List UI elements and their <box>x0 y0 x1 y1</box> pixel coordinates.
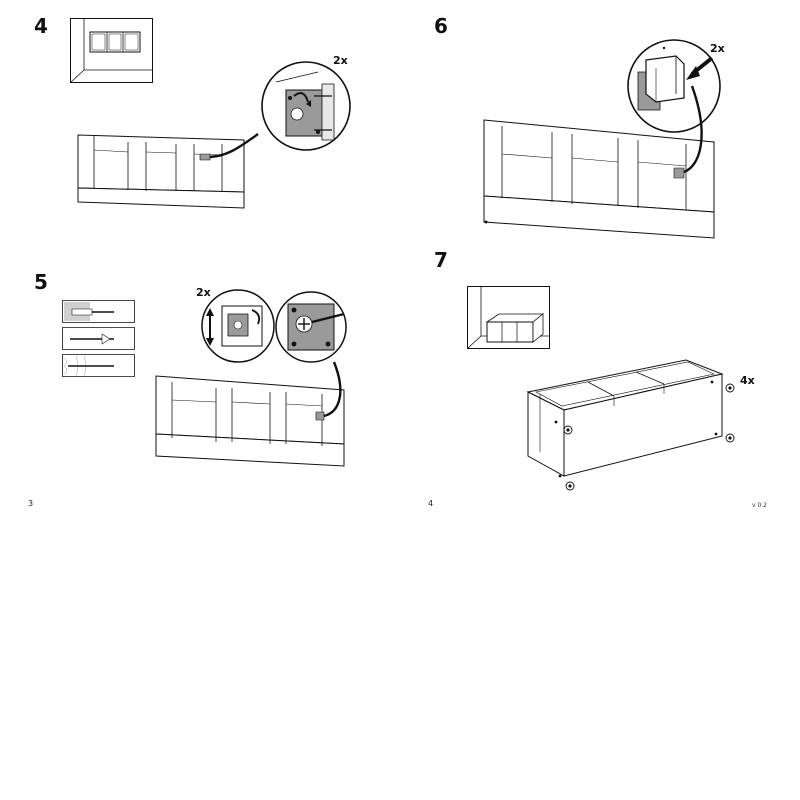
page-number-left: 3 <box>28 499 34 508</box>
step-6-detail-callout <box>626 38 722 134</box>
step-6-number: 6 <box>434 14 448 38</box>
manual-page-left: 4 2x <box>0 0 400 520</box>
step-6-shelf-illustration <box>478 116 718 242</box>
foot-part <box>566 482 574 490</box>
version-label: v 0.2 <box>752 502 767 509</box>
step-5-quantity: 2x <box>196 286 211 299</box>
foot-part <box>564 426 572 434</box>
step-4-shelf-illustration <box>76 130 256 212</box>
step-4-number: 4 <box>34 14 48 38</box>
step-4-quantity: 2x <box>333 54 348 67</box>
step-7-shelf-illustration <box>526 358 754 478</box>
step-5-wall-type-options <box>62 300 136 378</box>
step-7-quantity: 4x <box>740 374 755 387</box>
step-4-orientation-thumbnail <box>70 18 154 84</box>
foot-part <box>726 434 734 442</box>
step-5-shelf-illustration <box>154 372 350 472</box>
page-number-right: 4 <box>428 499 434 508</box>
step-7-orientation-thumbnail <box>467 286 551 350</box>
step-4-detail-callout <box>256 60 356 152</box>
step-7-number: 7 <box>434 248 448 272</box>
manual-page-right: 6 2x 7 <box>400 0 800 520</box>
step-5-number: 5 <box>34 270 48 294</box>
step-5-detail-callout-screw <box>274 290 348 364</box>
step-5-detail-callout-adjust <box>200 288 276 364</box>
foot-part <box>726 384 734 392</box>
step-6-quantity: 2x <box>710 42 725 55</box>
step-7-feet-parts <box>560 378 740 496</box>
